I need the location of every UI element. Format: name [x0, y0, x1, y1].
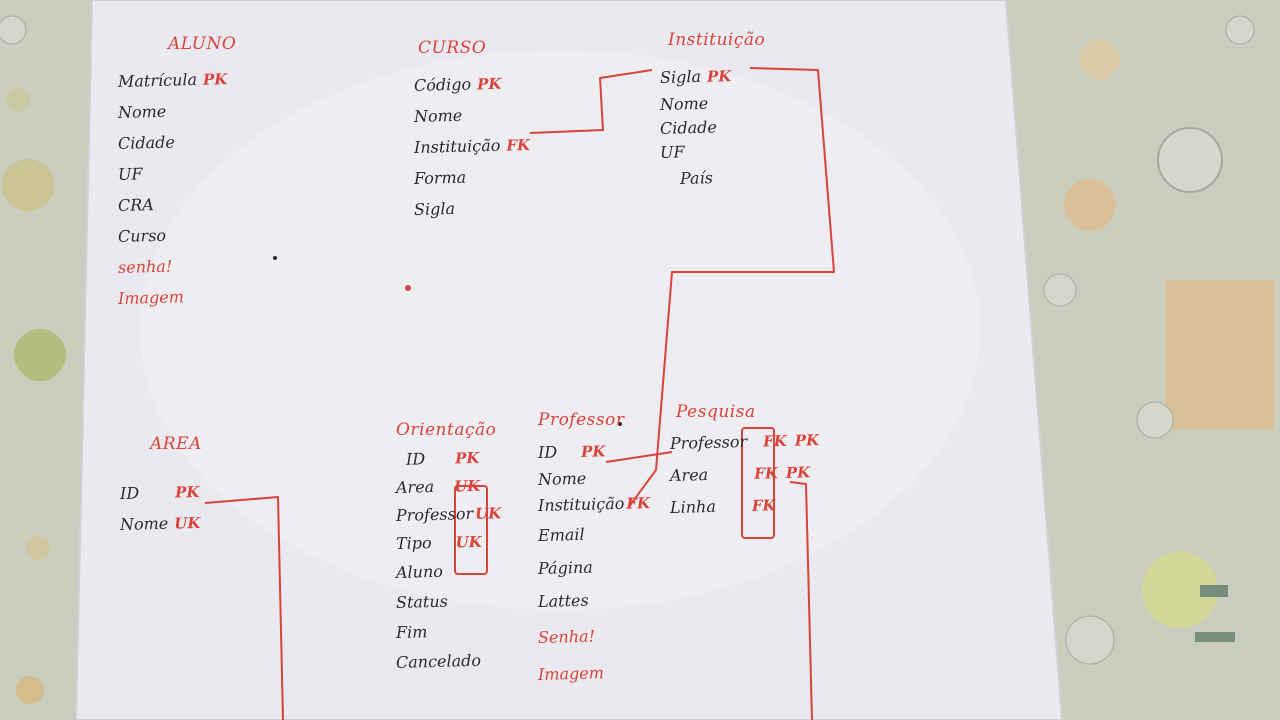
- field-row: CRA: [117, 195, 155, 215]
- field-row: Curso: [117, 225, 167, 246]
- field-row: Senha!: [537, 626, 596, 647]
- table-title: Instituição: [668, 30, 766, 50]
- field-row: Nome: [659, 93, 709, 114]
- pesquisa-pk-box: [741, 427, 775, 539]
- line-area-down: [204, 496, 284, 720]
- field-row: UF: [117, 164, 143, 184]
- field-row: Lattes: [537, 590, 589, 611]
- table-title: Pesquisa: [676, 402, 756, 422]
- field-row: Aluno: [395, 561, 444, 582]
- line-instituicao-professor: [627, 67, 835, 509]
- field-row: Nome: [537, 468, 587, 489]
- field-row: Cancelado: [395, 650, 482, 672]
- field-row: Nome: [413, 105, 463, 126]
- table-title: Professor: [538, 410, 625, 430]
- table-title: Orientação: [396, 420, 497, 440]
- line-pesquisa-down: [789, 481, 813, 720]
- field-row: Cidade: [659, 117, 718, 138]
- field-row: Cidade: [117, 132, 176, 153]
- field-row: Status: [395, 591, 449, 612]
- orientacao-uk-box: [454, 485, 488, 575]
- field-row: Email: [537, 524, 585, 545]
- table-title: ALUNO: [168, 34, 237, 54]
- field-row: Imagem: [537, 663, 605, 684]
- field-row: Nome: [117, 101, 167, 122]
- field-row: Forma: [413, 167, 467, 188]
- line-professor-pesquisa: [605, 451, 673, 463]
- paper-sheet: [76, 0, 1062, 720]
- table-title: AREA: [150, 434, 202, 454]
- field-row: senha!: [117, 256, 173, 277]
- field-row: Página: [537, 557, 594, 578]
- field-row: Sigla: [413, 198, 456, 219]
- field-row: Imagem: [117, 287, 185, 308]
- field-row: Fim: [395, 622, 428, 642]
- field-row: País: [679, 168, 714, 188]
- table-title: CURSO: [418, 38, 487, 58]
- fabric-pattern: [0, 15, 1275, 704]
- line-curso-instituicao: [529, 69, 653, 134]
- field-row: UF: [659, 142, 685, 162]
